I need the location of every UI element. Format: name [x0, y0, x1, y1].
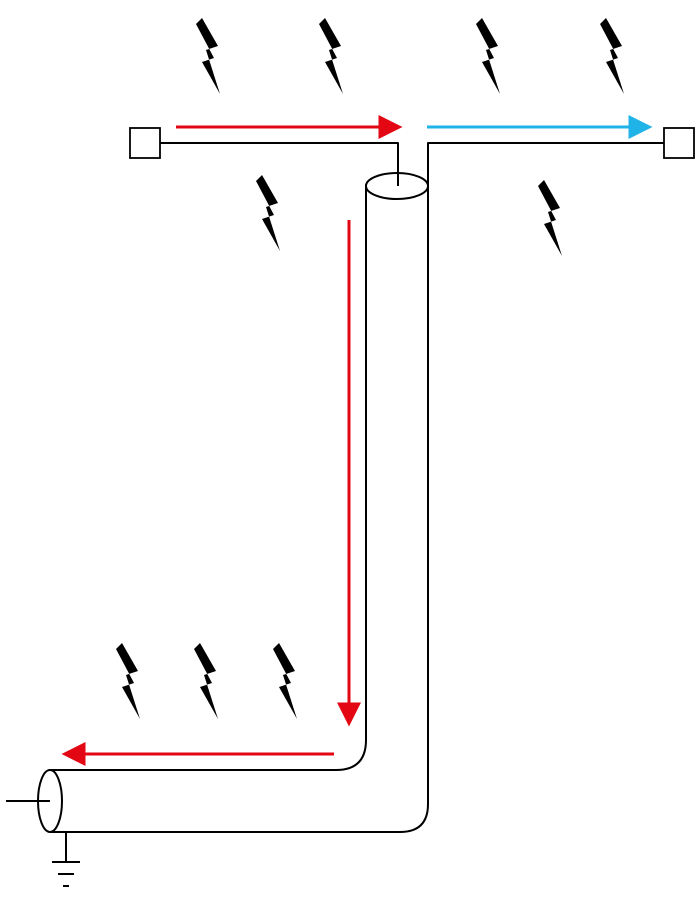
right-terminal — [663, 127, 695, 159]
left-antenna-wire — [160, 142, 399, 186]
left-terminal — [129, 127, 161, 159]
lightning-bolt-icon — [319, 18, 343, 94]
lightning-bolt-icon — [600, 18, 624, 94]
ground-symbol-icon — [52, 832, 80, 887]
coax-cable-body — [49, 184, 429, 833]
lightning-bolt-icon — [256, 175, 280, 251]
lightning-bolt-icon — [116, 643, 140, 719]
right-antenna-wire — [427, 142, 666, 186]
lightning-bolt-icon — [476, 18, 500, 94]
lightning-bolt-icon — [538, 180, 562, 256]
lightning-bolt-icon — [194, 643, 218, 719]
lightning-bolt-icon — [273, 643, 297, 719]
lightning-bolt-icon — [196, 18, 220, 94]
